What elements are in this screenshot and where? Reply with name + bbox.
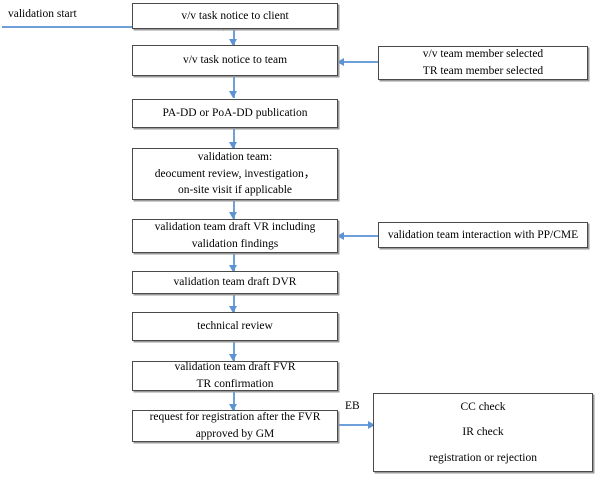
node-technical-review[interactable]: technical review (132, 312, 338, 341)
connector-interaction-to-draft-vr (344, 235, 379, 237)
node-validation-team-activity-line-1: validation team: (197, 151, 273, 163)
node-checks[interactable]: CC check IR check registration or reject… (373, 393, 593, 472)
connector-request-registration-to-checks (337, 424, 373, 426)
node-padd-publication-line-1: PA-DD or PoA-DD publication (162, 107, 308, 120)
node-request-registration-line-2: approved by GM (195, 428, 275, 440)
arrowhead-request-registration-to-checks (368, 420, 375, 429)
connector-draft-dvr-to-technical-review (233, 294, 235, 312)
node-team-members-selected-line-2: TR team member selected (422, 65, 544, 77)
node-draft-fvr[interactable]: validation team draft FVR TR confirmatio… (132, 361, 338, 391)
connector-start-to-notice-client (2, 26, 224, 28)
node-team-members-selected-line-1: v/v team member selected (422, 48, 544, 61)
node-notice-team-line-1: v/v task notice to team (182, 54, 288, 67)
node-draft-vr-line-2: validation findings (191, 238, 279, 250)
node-team-members-selected[interactable]: v/v team member selected TR team member … (378, 46, 588, 80)
node-checks-line-1: CC check (460, 400, 506, 413)
node-draft-dvr-line-1: validation team draft DVR (173, 276, 297, 289)
node-request-registration[interactable]: request for registration after the FVR a… (132, 410, 338, 442)
node-technical-review-line-1: technical review (197, 320, 273, 333)
connector-activity-to-draft-vr (233, 200, 235, 219)
connector-draft-fvr-to-request-registration (233, 391, 235, 410)
connector-draft-vr-to-draft-dvr (233, 253, 235, 271)
connector-technical-review-to-draft-fvr (233, 341, 235, 361)
node-draft-fvr-line-2: TR confirmation (196, 378, 274, 390)
arrowhead-technical-review-to-draft-fvr (229, 354, 237, 361)
node-validation-team-activity[interactable]: validation team: deocument review, inves… (132, 148, 338, 200)
node-draft-vr-line-1: validation team draft VR including (154, 221, 316, 234)
node-checks-line-3: registration or rejection (429, 451, 537, 464)
node-notice-team[interactable]: v/v task notice to team (132, 45, 338, 76)
node-validation-team-activity-line-2: deocument review, investigation， (154, 167, 316, 180)
arrowhead-draft-dvr-to-technical-review (229, 306, 237, 313)
arrowhead-padd-to-activity (229, 142, 237, 149)
connector-notice-team-to-padd (233, 76, 235, 98)
node-draft-fvr-line-1: validation team draft FVR (174, 361, 296, 374)
arrowhead-interaction-to-draft-vr (337, 231, 344, 240)
node-notice-client[interactable]: v/v task notice to client (132, 3, 338, 29)
node-draft-dvr[interactable]: validation team draft DVR (132, 271, 338, 294)
arrowhead-notice-client-to-notice-team (229, 39, 237, 46)
validation-start-label: validation start (8, 8, 77, 20)
arrowhead-notice-team-to-padd (229, 91, 237, 98)
arrowhead-activity-to-draft-vr (229, 212, 237, 219)
node-padd-publication[interactable]: PA-DD or PoA-DD publication (132, 99, 338, 128)
connector-padd-to-activity (233, 128, 235, 149)
node-checks-line-2: IR check (462, 426, 504, 439)
eb-edge-label: EB (345, 400, 360, 412)
node-interaction-pp-cme-line-1: validation team interaction with PP/CME (387, 228, 579, 241)
node-draft-vr[interactable]: validation team draft VR including valid… (132, 219, 338, 253)
node-notice-client-line-1: v/v task notice to client (181, 9, 289, 22)
node-interaction-pp-cme[interactable]: validation team interaction with PP/CME (378, 222, 588, 248)
node-request-registration-line-1: request for registration after the FVR (149, 411, 321, 424)
connector-notice-client-to-notice-team (233, 29, 235, 45)
arrowhead-draft-fvr-to-request-registration (229, 404, 237, 411)
connector-team-members-to-notice-team (344, 61, 379, 63)
node-validation-team-activity-line-3: on-site visit if applicable (177, 184, 292, 197)
arrowhead-draft-vr-to-draft-dvr (229, 265, 237, 272)
arrowhead-team-members-to-notice-team (337, 57, 344, 66)
